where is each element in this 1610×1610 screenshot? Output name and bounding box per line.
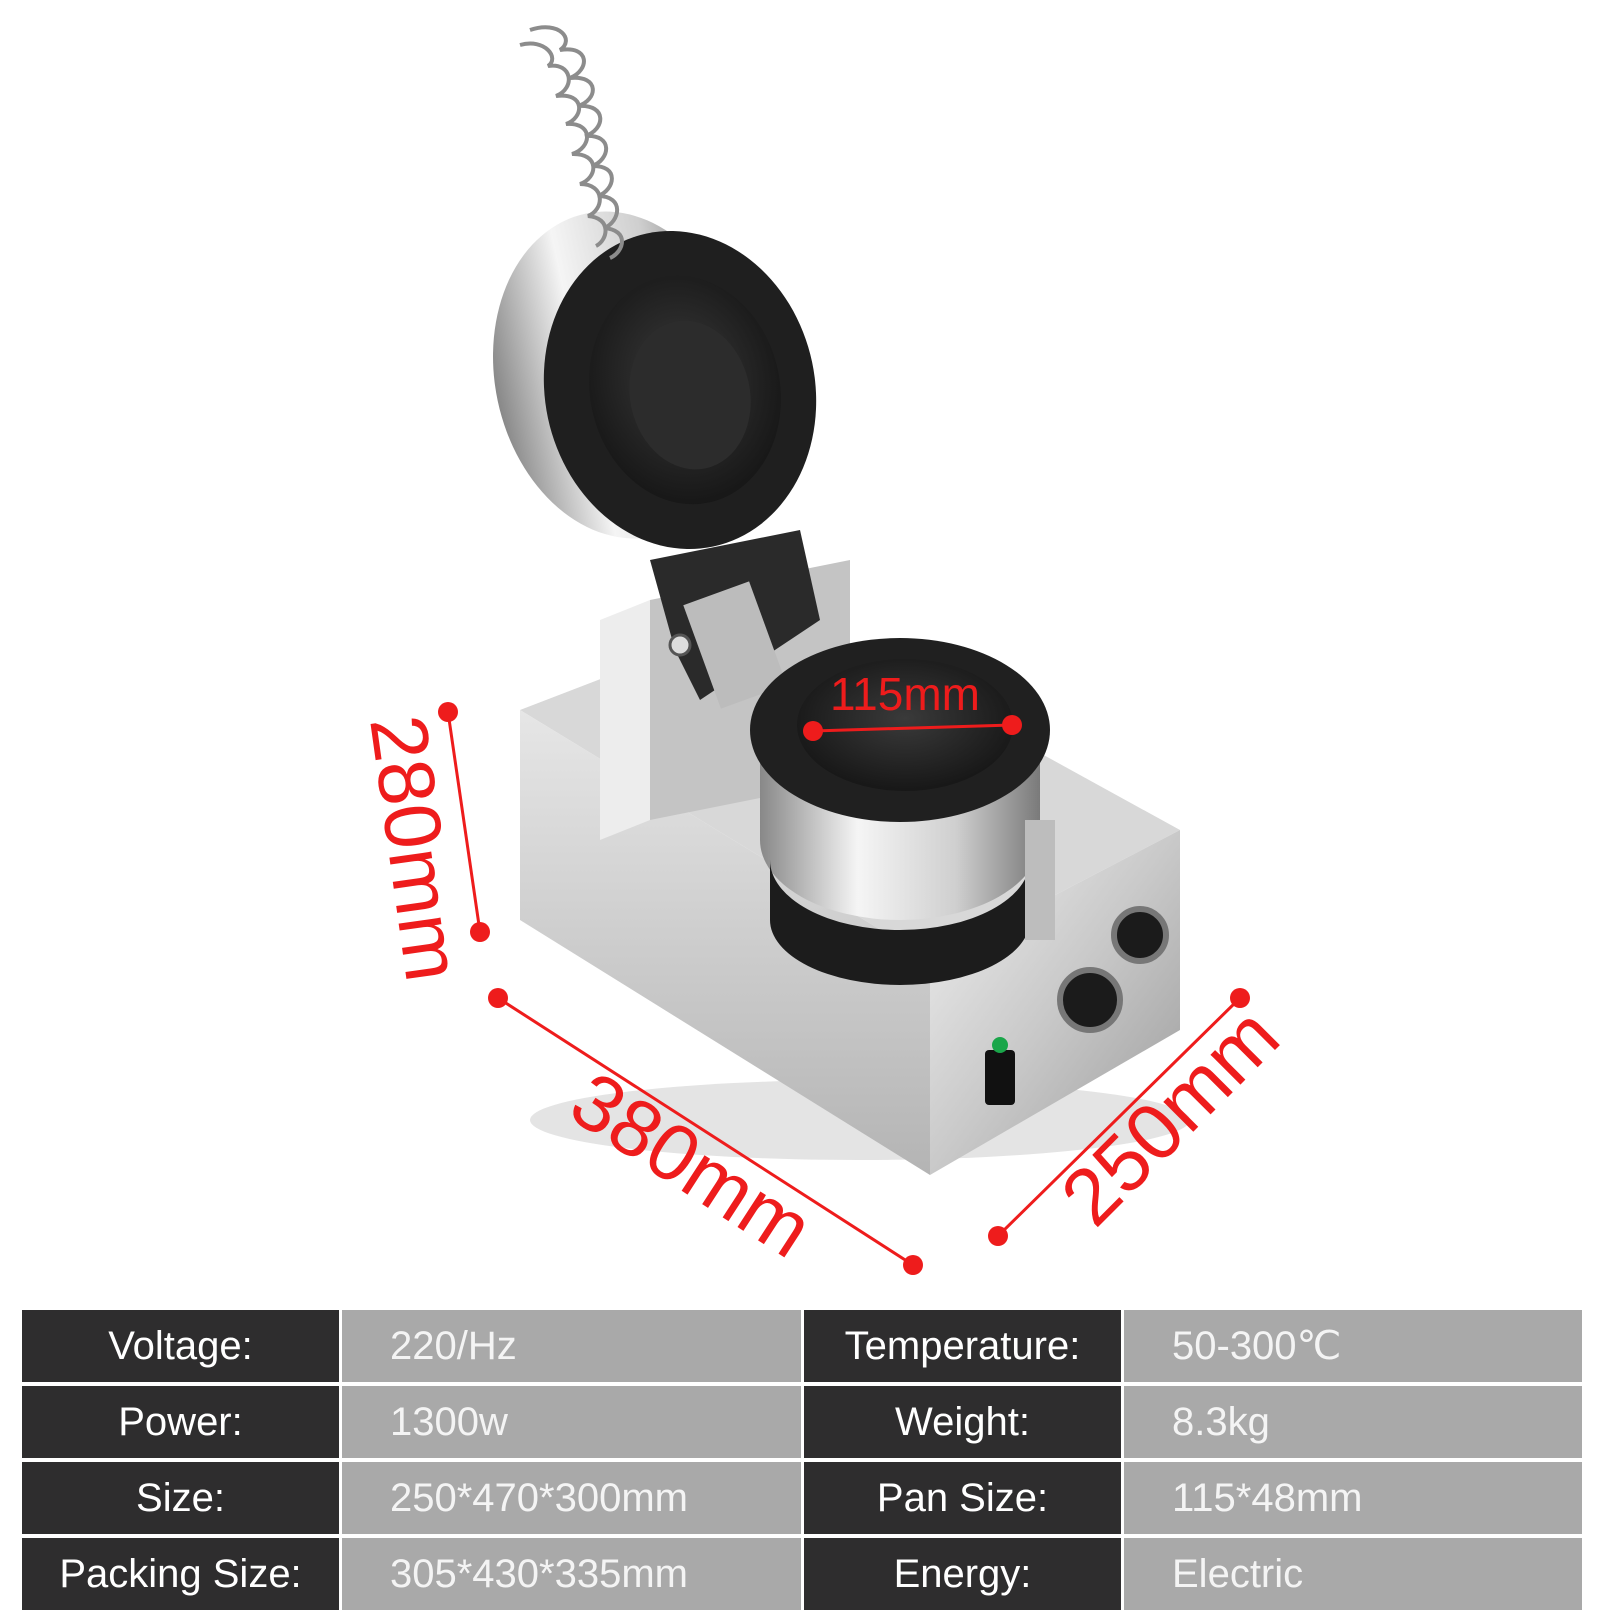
spec-table: Voltage: 220/Hz Temperature: 50-300℃ Pow… bbox=[22, 1310, 1582, 1610]
dimension-dot bbox=[803, 721, 823, 741]
temperature-knob[interactable] bbox=[1057, 967, 1123, 1033]
spec-value: 305*430*335mm bbox=[342, 1538, 804, 1610]
spec-label: Pan Size: bbox=[804, 1462, 1124, 1534]
spec-label: Packing Size: bbox=[22, 1538, 342, 1610]
dimension-dot bbox=[470, 922, 490, 942]
dimension-dot bbox=[903, 1255, 923, 1275]
dimension-dot bbox=[438, 702, 458, 722]
timer-knob[interactable] bbox=[1111, 906, 1169, 964]
dimension-lines bbox=[438, 702, 1250, 1275]
dimension-dot bbox=[1230, 988, 1250, 1008]
spec-value: 50-300℃ bbox=[1124, 1310, 1582, 1382]
spec-value: 8.3kg bbox=[1124, 1386, 1582, 1458]
hinge bbox=[650, 530, 820, 709]
dimension-dot bbox=[488, 988, 508, 1008]
spec-value: 1300w bbox=[342, 1386, 804, 1458]
spec-label: Power: bbox=[22, 1386, 342, 1458]
product-image: 280mm 380mm 250mm 115mm bbox=[353, 25, 1296, 1275]
height-dimension-label: 280mm bbox=[353, 710, 478, 987]
spec-label: Weight: bbox=[804, 1386, 1124, 1458]
upper-lid bbox=[493, 211, 817, 550]
dimension-dot bbox=[988, 1226, 1008, 1246]
lower-pan bbox=[750, 638, 1055, 985]
spec-value: 220/Hz bbox=[342, 1310, 804, 1382]
dimension-dot bbox=[1002, 715, 1022, 735]
spec-value: Electric bbox=[1124, 1538, 1582, 1610]
indicator-light bbox=[992, 1037, 1008, 1053]
spec-label: Energy: bbox=[804, 1538, 1124, 1610]
spec-label: Size: bbox=[22, 1462, 342, 1534]
spring-handle[interactable] bbox=[519, 25, 624, 260]
pan-diameter-label: 115mm bbox=[830, 668, 980, 720]
control-panel bbox=[985, 906, 1169, 1105]
spec-label: Temperature: bbox=[804, 1310, 1124, 1382]
power-switch[interactable] bbox=[985, 1050, 1015, 1105]
spec-value: 250*470*300mm bbox=[342, 1462, 804, 1534]
spec-value: 115*48mm bbox=[1124, 1462, 1582, 1534]
spec-label: Voltage: bbox=[22, 1310, 342, 1382]
